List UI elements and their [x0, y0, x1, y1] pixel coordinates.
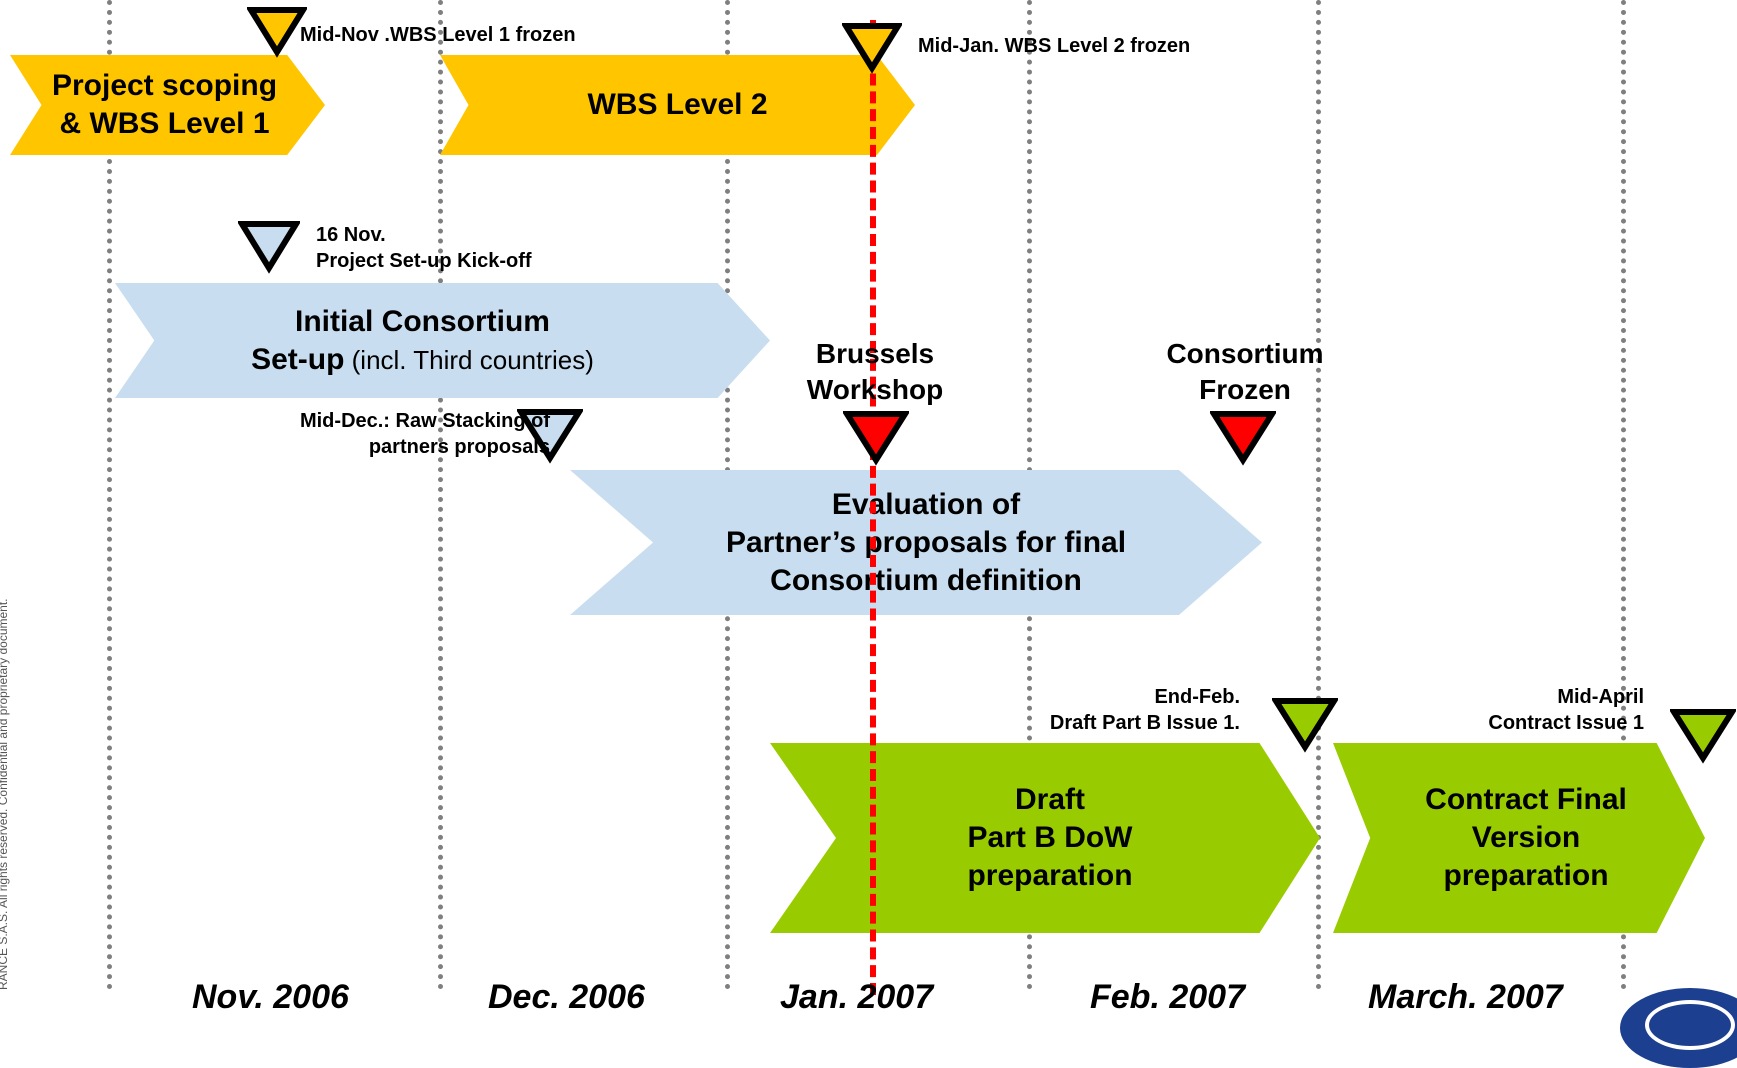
month-label-feb: Feb. 2007 [1090, 978, 1245, 1016]
company-logo-ring [1645, 1000, 1735, 1050]
milestone-contract-issue-icon [1670, 709, 1736, 764]
note-frozen-2: Frozen [1199, 374, 1291, 405]
phase-arrow-wbs-level-2: WBS Level 2 [440, 55, 915, 155]
note-brussels-2: Workshop [806, 374, 944, 405]
milestone-kickoff-icon [238, 221, 300, 274]
note-raw-stacking: Mid-Dec.: Raw Stacking of partners propo… [210, 408, 550, 460]
note-raw-stacking-1: Mid-Dec.: Raw Stacking of [299, 410, 550, 432]
month-separator-2 [438, 0, 443, 990]
phase-label-consortium-note: (incl. Third countries) [344, 344, 594, 375]
phase-label-consortium-1: Initial Consortium [294, 304, 550, 338]
note-brussels-1: Brussels [815, 338, 935, 369]
note-wbs2-frozen: Mid-Jan. WBS Level 2 frozen [918, 35, 1191, 57]
note-contract-issue-1: Mid-April [1557, 686, 1644, 708]
note-kickoff-date: 16 Nov. [316, 224, 386, 246]
phase-label-draft-1: Draft [1014, 783, 1085, 816]
current-date-marker [870, 20, 876, 995]
phase-label-project-scoping-1: Project scoping [51, 69, 278, 102]
month-separator-6 [1621, 0, 1626, 990]
note-draft-issue-1: End-Feb. [1154, 686, 1240, 708]
month-label-nov: Nov. 2006 [192, 978, 349, 1016]
phase-label-draft-3: preparation [967, 859, 1133, 892]
milestone-wbs1-frozen-icon [247, 7, 307, 58]
phase-label-contract-2: Version [1471, 821, 1581, 854]
phase-label-contract-1: Contract Final [1425, 783, 1627, 816]
phase-label-contract-3: preparation [1443, 859, 1609, 892]
note-kickoff-label: Project Set-up Kick-off [316, 250, 532, 272]
milestone-wbs2-frozen-icon [842, 23, 902, 74]
note-consortium-frozen: Consortium Frozen [1150, 336, 1340, 408]
phase-label-evaluation-3: Consortium definition [770, 563, 1082, 597]
phase-label-project-scoping-2: & WBS Level 1 [59, 107, 270, 140]
month-separator-1 [107, 0, 112, 990]
note-draft-issue: End-Feb. Draft Part B Issue 1. [940, 684, 1240, 736]
phase-label-draft-2: Part B DoW [967, 821, 1133, 854]
milestone-brussels-workshop-icon [843, 411, 909, 466]
phase-label-wbs-level-2: WBS Level 2 [587, 88, 768, 121]
note-wbs1-frozen: Mid-Nov .WBS Level 1 frozen [300, 24, 576, 46]
month-label-march: March. 2007 [1368, 978, 1563, 1016]
phase-arrow-project-scoping: Project scoping & WBS Level 1 [10, 55, 325, 155]
phase-arrow-draft-part-b: Draft Part B DoW preparation [770, 743, 1320, 933]
phase-arrow-contract-final: Contract Final Version preparation [1333, 743, 1705, 933]
month-separator-5 [1316, 0, 1321, 990]
note-kickoff: 16 Nov. Project Set-up Kick-off [316, 222, 532, 274]
phase-arrow-evaluation: Evaluation of Partner’s proposals for fi… [570, 470, 1262, 615]
phase-arrow-initial-consortium: Initial Consortium Set-up (incl. Third c… [115, 283, 770, 398]
phase-label-evaluation-1: Evaluation of [831, 487, 1021, 521]
phase-label-consortium-setup: Set-up [251, 342, 345, 376]
note-raw-stacking-2: partners proposals [368, 436, 550, 458]
month-label-dec: Dec. 2006 [488, 978, 645, 1016]
note-draft-issue-2: Draft Part B Issue 1. [1049, 712, 1240, 734]
confidentiality-notice: RANCE S.A.S. All rights reserved. Confid… [0, 598, 10, 990]
note-brussels-workshop: Brussels Workshop [780, 336, 970, 408]
milestone-draft-issue-icon [1272, 698, 1338, 753]
month-label-jan: Jan. 2007 [780, 978, 934, 1016]
milestone-consortium-frozen-icon [1210, 411, 1276, 466]
milestone-raw-stacking-icon [517, 409, 583, 464]
phase-label-evaluation-2: Partner’s proposals for final [725, 525, 1127, 559]
note-contract-issue: Mid-April Contract Issue 1 [1350, 684, 1644, 736]
note-frozen-1: Consortium [1166, 338, 1324, 369]
note-contract-issue-2: Contract Issue 1 [1488, 712, 1644, 734]
